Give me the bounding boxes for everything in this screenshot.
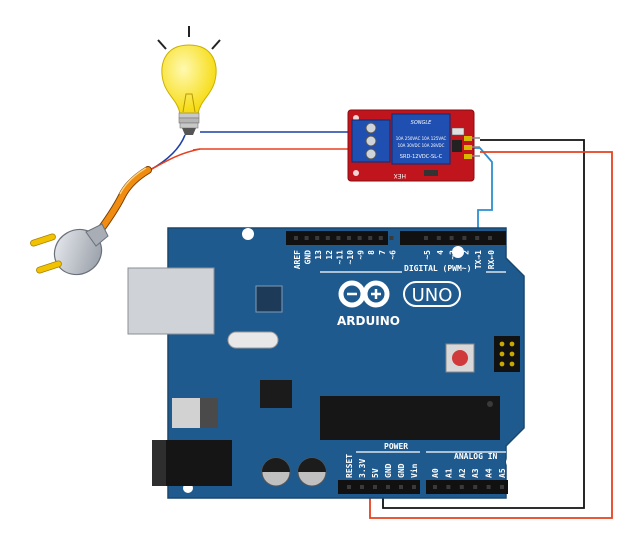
pin-hole (459, 485, 464, 489)
digital-pin-label: GND (304, 250, 313, 265)
relay-brand: SONGLE (411, 120, 433, 126)
pin-hole (373, 485, 377, 489)
pin-hole (488, 236, 492, 240)
pin-hole (399, 485, 403, 489)
relay-mark: HEX (394, 172, 406, 179)
digital-pin-label: 4 (436, 250, 445, 255)
digital-pin-label: ~3 (449, 250, 458, 260)
pin-hole (473, 485, 478, 489)
pin-hole (433, 485, 437, 489)
digital-pin-label: ~9 (357, 250, 366, 260)
relay-screw-terminal (351, 119, 391, 163)
digital-pin-label: 7 (378, 250, 387, 255)
analog-pins-label: A1 (444, 468, 453, 478)
pin-hole (436, 236, 441, 240)
pin-hole (475, 236, 480, 240)
pin-hole (360, 485, 364, 489)
power-pins-label: Vin (409, 463, 419, 478)
pin-hole (424, 236, 428, 240)
relay-module: SONGLE 10A 250VAC 10A 125VAC 10A 30VDC 1… (347, 109, 480, 182)
digital-pin-label: ~6 (388, 250, 397, 260)
pin-hole (486, 485, 491, 489)
analog-pins-label: A4 (485, 468, 494, 478)
digital-pin-label: ~5 (423, 250, 432, 260)
relay-spec-line: 10A 30VDC 10A 28VDC (398, 143, 445, 148)
pin-hole (500, 485, 504, 489)
pin-hole (412, 485, 416, 489)
pin-hole (294, 236, 298, 240)
pin-hole (446, 485, 451, 489)
signal-wire (470, 147, 493, 244)
relay-model: SRD-12VDC-SL-C (400, 154, 443, 160)
power-pins-label: RESET (345, 454, 354, 478)
pin-hole (347, 485, 351, 489)
arduino-logo-icon (338, 280, 390, 308)
crystal (227, 331, 279, 349)
analog-header (426, 480, 508, 494)
power-pins-label: GND (384, 463, 393, 478)
analog-pins-label: A0 (431, 468, 440, 478)
analog-pin-labels: A0 A1 A2 A3 A4 A5 (431, 468, 507, 489)
pin-hole (357, 236, 362, 240)
pin-hole (378, 236, 383, 240)
digital-pin-label: 13 (314, 250, 323, 260)
analog-pins-label: A3 (471, 468, 480, 478)
analog-header-label: ANALOG IN (454, 452, 498, 461)
power-pins-label: 5V (371, 468, 380, 478)
usb-chip (255, 285, 283, 313)
pin-hole (336, 236, 341, 240)
vcc-wire-red (369, 151, 613, 519)
digital-pin-label: ~10 (346, 250, 355, 265)
digital-pin-label: 12 (325, 250, 334, 260)
digital-pin-label: RX←0 (487, 250, 496, 269)
power-pins-label: GND (397, 463, 406, 478)
digital-pin-label: 2 (461, 250, 470, 255)
digital-label: DIGITAL (PWM~) (404, 264, 471, 273)
power-plug-icon (30, 166, 152, 276)
usb-connector (127, 267, 215, 335)
pin-hole (386, 485, 390, 489)
icsp-header (494, 336, 520, 372)
pin-hole (449, 236, 454, 240)
pin-hole (389, 236, 394, 240)
pin-hole (315, 236, 320, 240)
pin-hole (347, 236, 351, 240)
power-pins-label: 3.3V (358, 459, 367, 478)
power-header (338, 480, 420, 494)
digital-pin-label: TX→1 (474, 250, 483, 269)
power-header-label: POWER (384, 442, 408, 451)
analog-pins-label: A2 (458, 468, 467, 478)
arduino-logo-text: ARDUINO (337, 314, 400, 328)
digital-pin-label: AREF (293, 250, 302, 269)
analog-pins-label: A5 (498, 468, 507, 478)
pin-hole (462, 236, 467, 240)
uno-label: UNO (412, 285, 453, 306)
digital-pin-label: ~11 (335, 250, 344, 265)
pin-hole (325, 236, 330, 240)
light-bulb-icon (157, 26, 221, 135)
pin-hole (368, 236, 373, 240)
digital-pin-label: 8 (367, 250, 376, 255)
relay-block (391, 113, 451, 165)
pin-hole (304, 236, 309, 240)
relay-spec-line: 10A 250VAC 10A 125VAC (396, 136, 447, 141)
microcontroller-chip (320, 396, 500, 440)
